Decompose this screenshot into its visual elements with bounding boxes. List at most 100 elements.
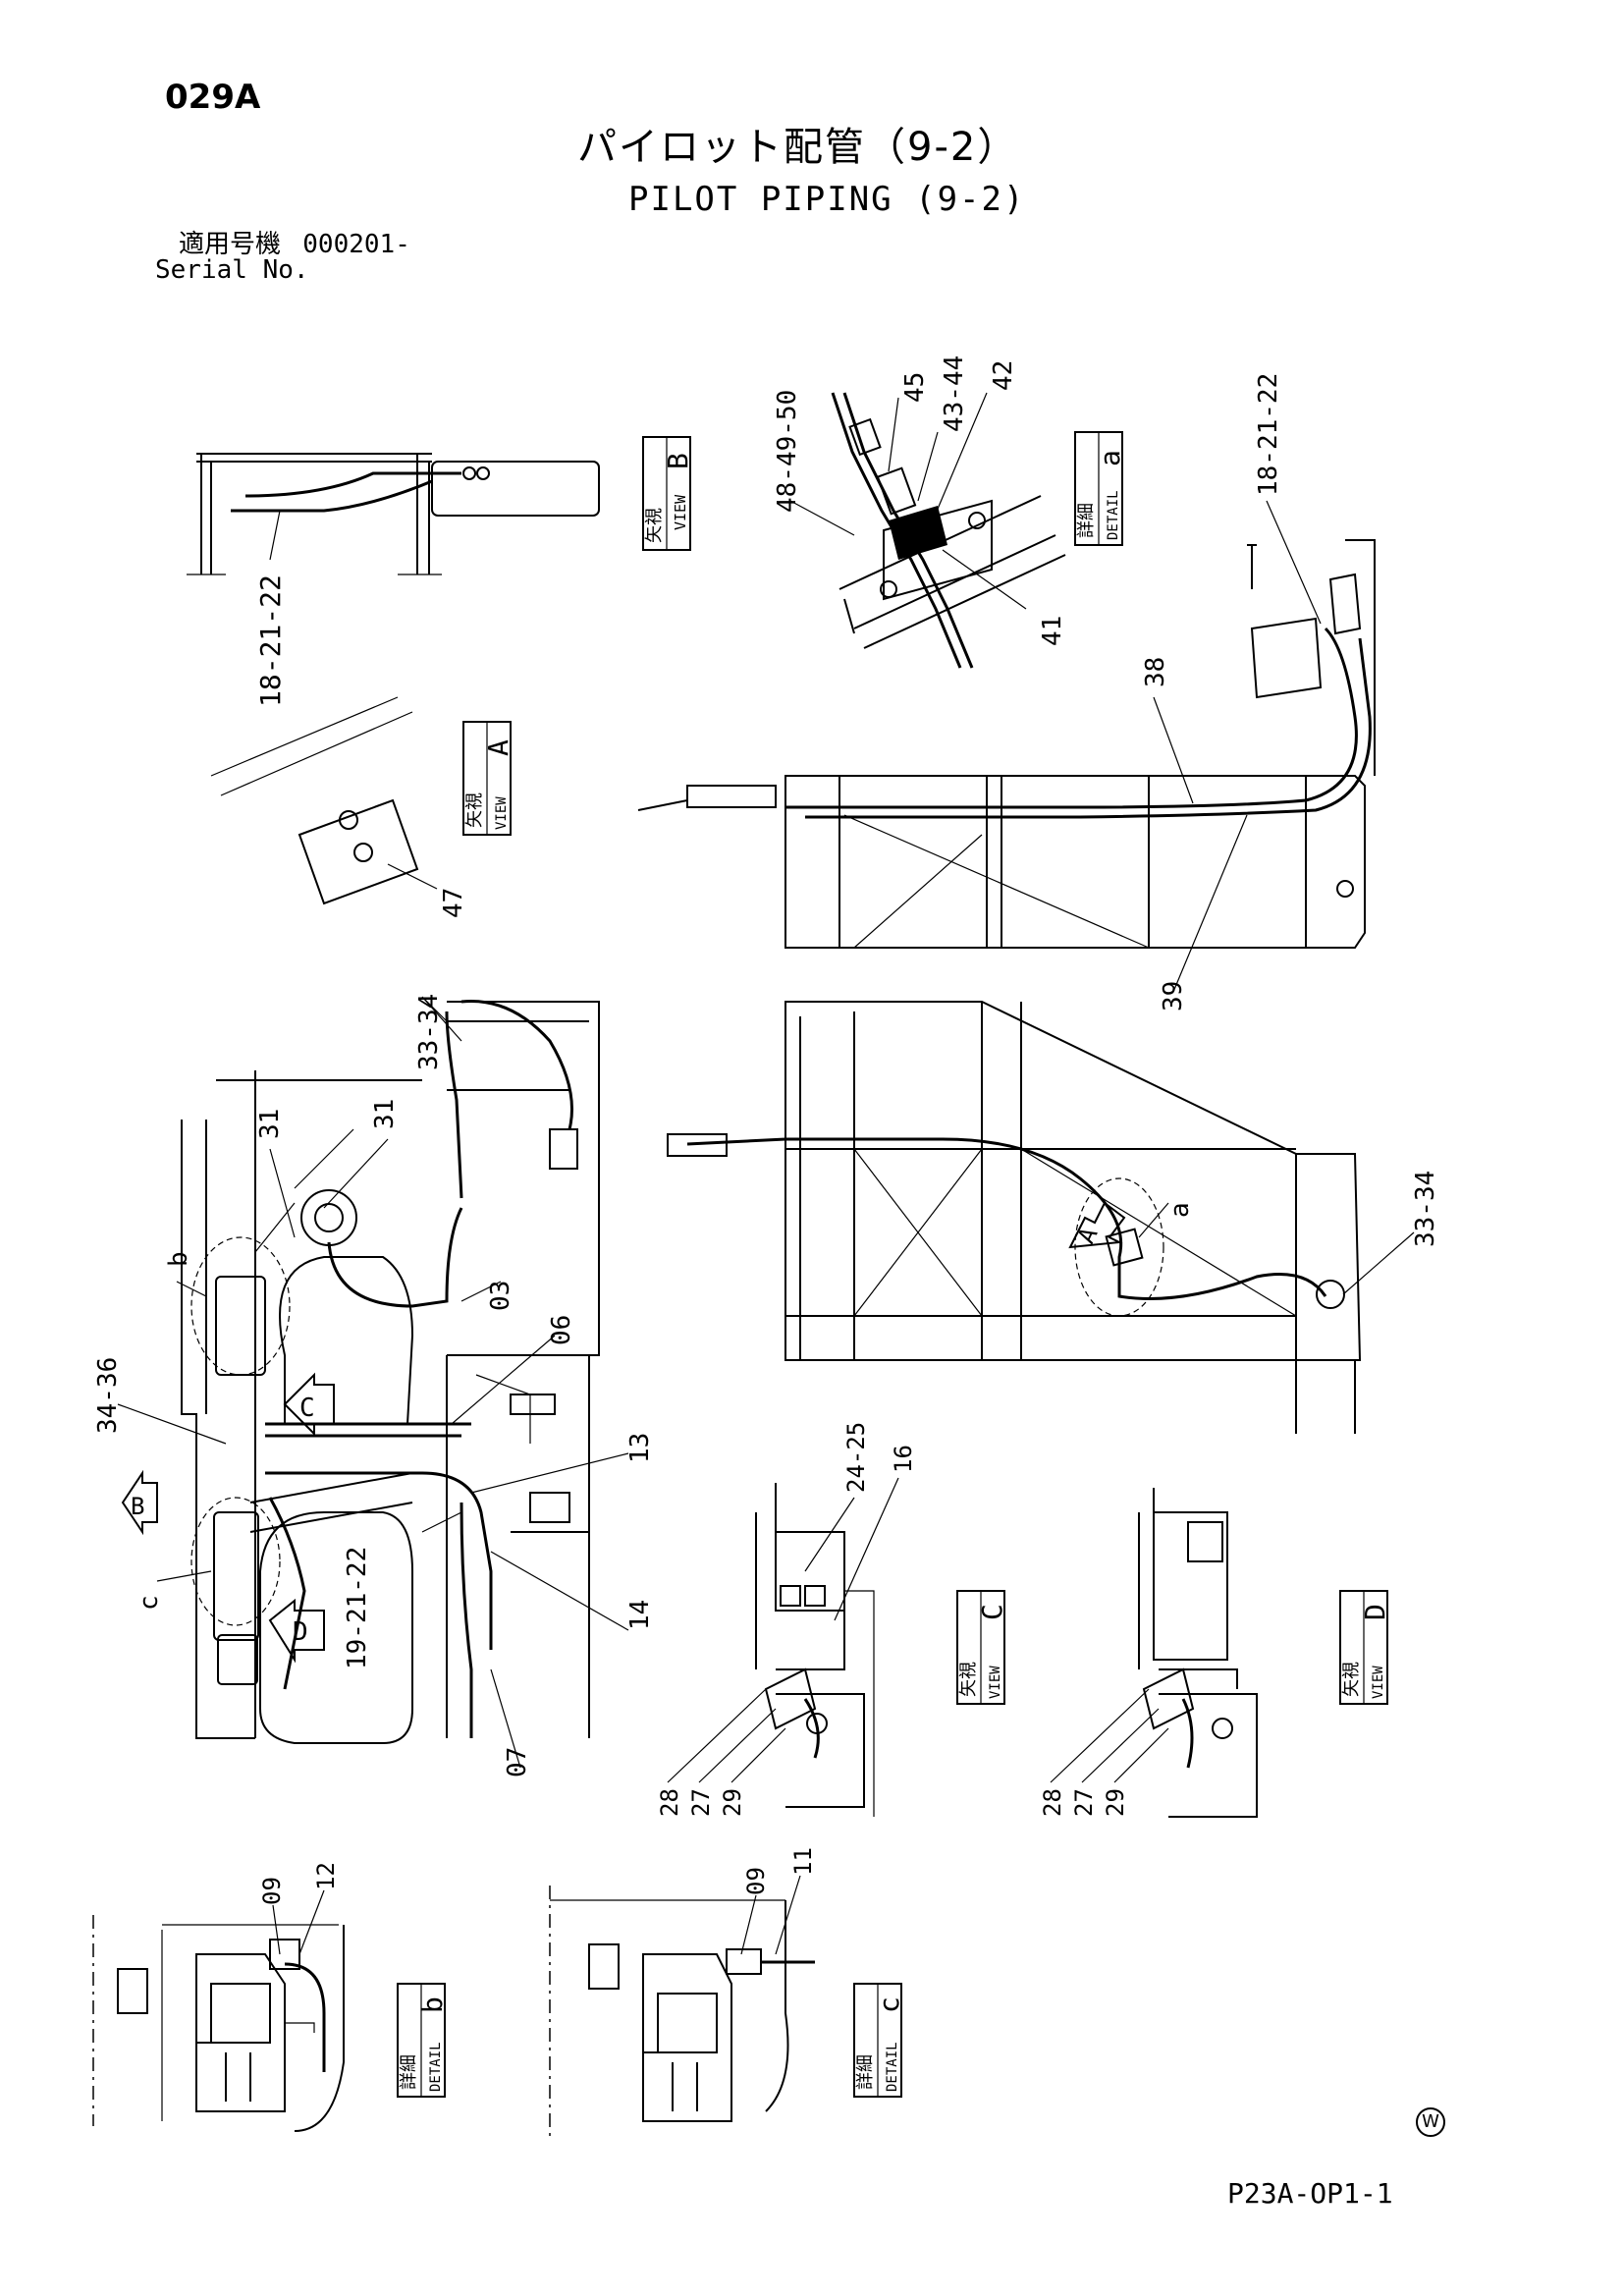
callout-09-b: 09 — [258, 1877, 286, 1905]
callout-33-34-l: 33-34 — [414, 994, 444, 1070]
callout-47: 47 — [439, 888, 468, 918]
detail-b-label: 詳細 DETAIL b — [397, 1983, 449, 2098]
detail-a-leaders — [789, 392, 1027, 610]
view-b-jp: 矢視 — [644, 508, 665, 543]
view-d-label: 矢視 VIEW D — [1339, 1590, 1391, 1705]
detail-a-drawing — [831, 392, 1066, 669]
callout-18-21-22-b: 18-21-22 — [254, 574, 287, 707]
callout-19-21-22: 19-21-22 — [343, 1547, 372, 1669]
arrow-c: C — [283, 1372, 335, 1437]
svg-text:DETAIL: DETAIL — [428, 2042, 444, 2092]
callout-28-l: 28 — [656, 1788, 683, 1817]
detail-a-label: 詳細 DETAIL a — [1074, 431, 1126, 546]
view-c-leaders — [667, 1477, 899, 1783]
svg-text:a: a — [1094, 450, 1126, 466]
callout-b: b — [164, 1251, 193, 1267]
svg-text:b: b — [416, 1996, 449, 2013]
callout-42: 42 — [989, 360, 1018, 391]
callout-33-34-r: 33-34 — [1411, 1171, 1440, 1247]
arrow-d: D — [268, 1598, 325, 1664]
callout-a: a — [1165, 1202, 1195, 1218]
arrow-b: B — [121, 1469, 158, 1536]
detail-c-label: 詳細 DETAIL c — [853, 1983, 905, 2098]
callout-41: 41 — [1038, 616, 1067, 646]
callout-38: 38 — [1141, 657, 1170, 687]
svg-text:VIEW: VIEW — [988, 1666, 1003, 1699]
callout-11: 11 — [789, 1847, 817, 1876]
svg-text:DETAIL: DETAIL — [885, 2042, 900, 2092]
view-a-label: 矢視 VIEW A — [462, 721, 514, 836]
svg-text:A: A — [482, 739, 514, 756]
svg-text:C: C — [299, 1394, 315, 1423]
callout-48-49-50: 48-49-50 — [773, 390, 802, 513]
main-right-assembly — [667, 1001, 1362, 1434]
main-right-leaders — [1138, 1202, 1415, 1295]
detail-b-drawing — [92, 1915, 345, 2132]
callout-45: 45 — [900, 372, 930, 403]
callout-07: 07 — [503, 1747, 532, 1777]
svg-text:B: B — [131, 1493, 144, 1520]
svg-text:c: c — [873, 1996, 905, 2013]
callout-47-leader — [387, 863, 438, 890]
title-english: PILOT PIPING (9-2) — [628, 180, 1026, 219]
svg-text:DETAIL: DETAIL — [1106, 490, 1121, 540]
callout-29-r: 29 — [1102, 1788, 1129, 1817]
callout-39: 39 — [1159, 981, 1188, 1011]
revision-mark: W — [1416, 2107, 1445, 2137]
view-b-drawing — [187, 453, 600, 575]
callout-18-21-22-r: 18-21-22 — [1254, 373, 1283, 496]
callout-31-a: 31 — [255, 1109, 285, 1139]
callout-24-25: 24-25 — [842, 1422, 870, 1493]
view-d-drawing — [1138, 1488, 1258, 1818]
page-id: 029A — [165, 78, 261, 117]
serial-value: 000201- — [302, 230, 410, 259]
drawing-number: P23A-OP1-1 — [1227, 2177, 1393, 2210]
upper-right-leaders — [1153, 500, 1322, 993]
callout-c: c — [135, 1595, 164, 1611]
callout-31-b: 31 — [370, 1099, 400, 1129]
callout-29-l: 29 — [719, 1788, 746, 1817]
view-b-letter: B — [662, 453, 694, 469]
svg-text:矢視: 矢視 — [1341, 1662, 1362, 1697]
callout-27-l: 27 — [687, 1788, 715, 1817]
view-c-label: 矢視 VIEW C — [956, 1590, 1008, 1705]
callout-27-r: 27 — [1070, 1788, 1098, 1817]
view-b-en: VIEW — [672, 494, 689, 530]
svg-text:詳細: 詳細 — [1076, 503, 1097, 538]
svg-text:A: A — [1072, 1223, 1104, 1247]
svg-text:詳細: 詳細 — [399, 2054, 419, 2090]
main-left-assembly — [181, 1000, 600, 1744]
detail-b-leaders — [272, 1889, 325, 1955]
main-left-leaders — [117, 996, 629, 1769]
svg-text:D: D — [293, 1617, 308, 1647]
title-japanese: パイロット配管（9-2） — [577, 125, 1019, 170]
view-c-drawing — [755, 1483, 875, 1817]
callout-43-44: 43-44 — [940, 355, 969, 432]
svg-text:矢視: 矢視 — [464, 793, 485, 828]
view-b-label: 矢視 VIEW B — [642, 436, 694, 551]
serial-label-jp: 適用号機 — [179, 230, 282, 259]
serial-label-en: Serial No. — [155, 255, 309, 285]
detail-c-drawing — [549, 1886, 815, 2136]
callout-03: 03 — [486, 1281, 515, 1311]
callout-16: 16 — [890, 1445, 917, 1473]
callout-09-c: 09 — [742, 1867, 770, 1895]
callout-28-r: 28 — [1039, 1788, 1066, 1817]
view-a-drawing — [210, 696, 419, 905]
callout-12: 12 — [312, 1862, 340, 1890]
svg-text:C: C — [976, 1604, 1008, 1620]
callout-14: 14 — [625, 1600, 655, 1630]
callout-34-36: 34-36 — [93, 1357, 123, 1434]
upper-right-assembly — [637, 539, 1376, 949]
detail-c-leaders — [740, 1875, 801, 1955]
svg-text:詳細: 詳細 — [855, 2054, 876, 2090]
svg-text:D: D — [1359, 1604, 1391, 1620]
svg-text:矢視: 矢視 — [958, 1662, 979, 1697]
svg-text:VIEW: VIEW — [494, 796, 510, 830]
callout-13: 13 — [625, 1433, 655, 1463]
svg-text:VIEW: VIEW — [1371, 1666, 1386, 1699]
view-d-leaders — [1050, 1688, 1169, 1783]
callout-06: 06 — [547, 1315, 576, 1345]
serial-row: 適用号機 000201- — [179, 232, 410, 257]
